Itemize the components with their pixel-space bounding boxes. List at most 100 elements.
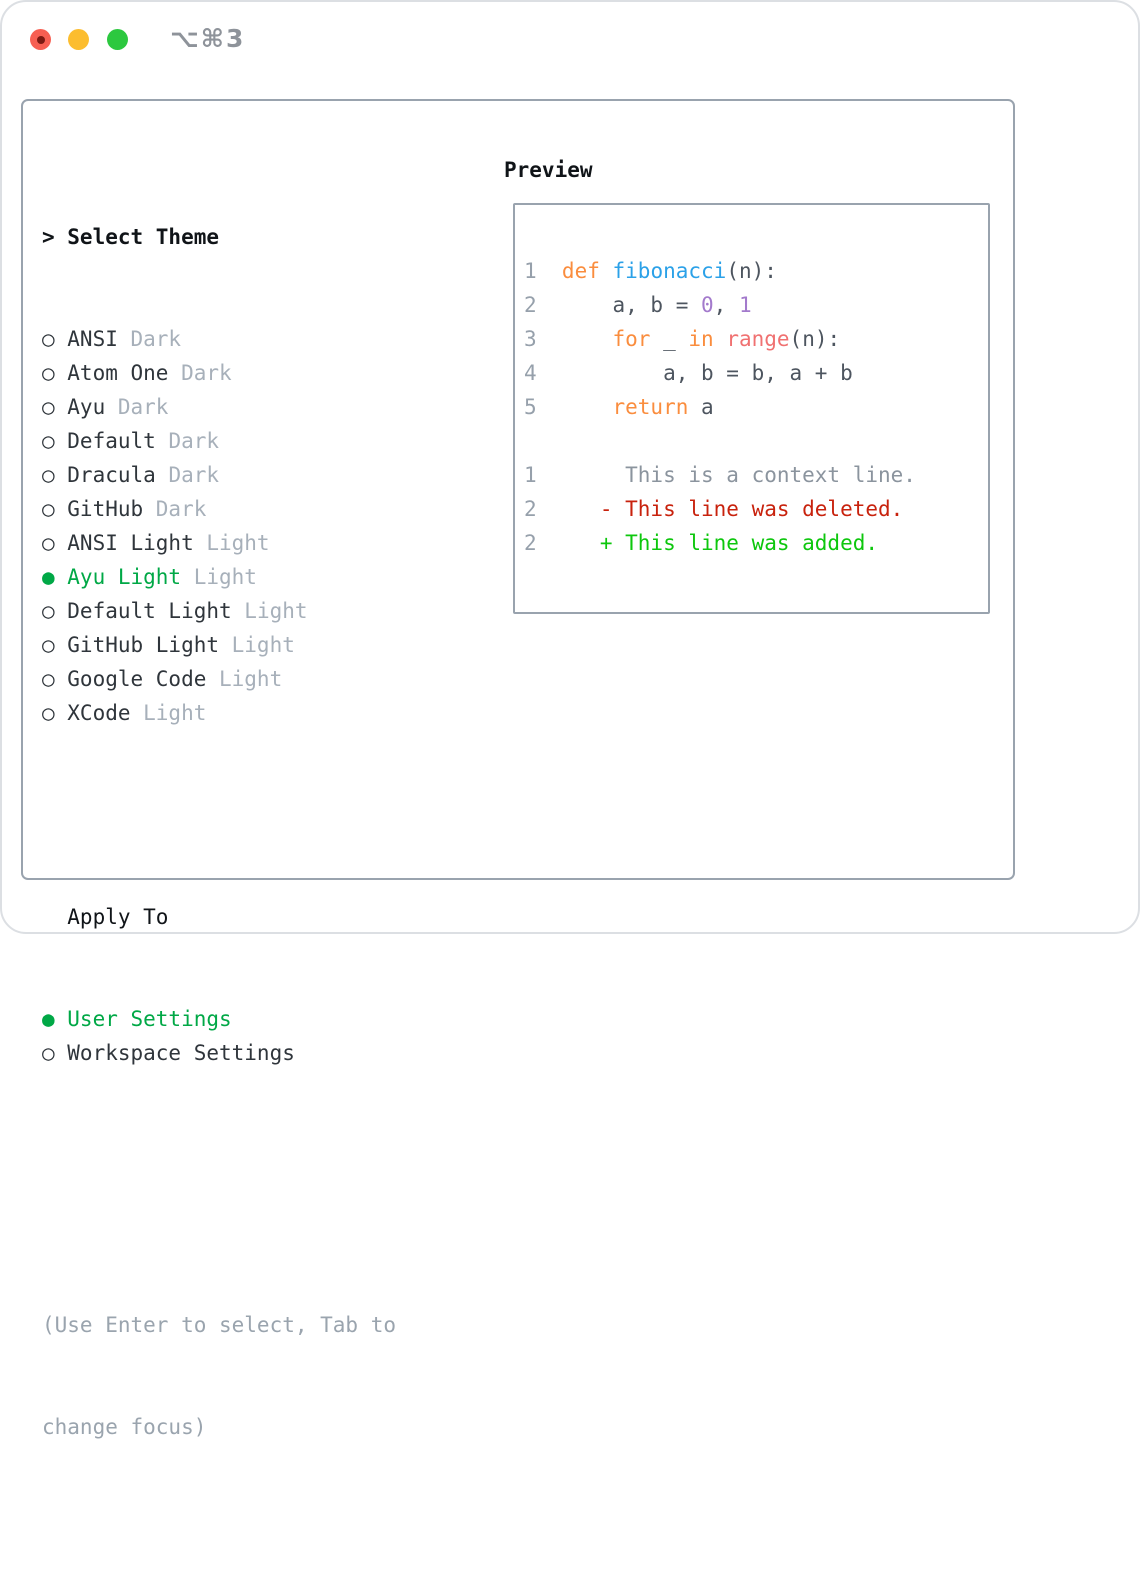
line-number: 1: [524, 259, 537, 283]
code-line: 5 return a: [524, 390, 988, 424]
code-token-fg: [562, 327, 613, 351]
code-token-fg: (n):: [726, 259, 777, 283]
keyboard-hint-line: (Use Enter to select, Tab to: [42, 1313, 397, 1337]
code-token-context: This is a context line.: [561, 463, 916, 487]
radio-unselected-icon: ○: [42, 633, 55, 657]
zoom-button[interactable]: [107, 29, 128, 50]
window-title-shortcut: ⌥⌘3: [170, 24, 246, 53]
code-line: 2 a, b = 0, 1: [524, 288, 988, 322]
theme-name: Ayu: [67, 395, 106, 419]
theme-variant: Dark: [155, 497, 207, 521]
spacer: [42, 798, 396, 832]
apply-to-header: Apply To: [67, 905, 169, 929]
theme-variant: Dark: [181, 361, 232, 385]
code-token-call: range: [726, 327, 790, 351]
code-token-added: + This line was added.: [561, 531, 878, 555]
line-number: 5: [524, 395, 537, 419]
theme-name: Default Light: [67, 599, 232, 623]
close-button-dot-icon: [36, 35, 45, 44]
close-button[interactable]: [30, 29, 51, 50]
line-number: 3: [524, 327, 537, 351]
minimize-button[interactable]: [68, 29, 89, 50]
theme-variant: Dark: [117, 395, 169, 419]
code-token-fg: (n):: [789, 327, 841, 351]
theme-name: Ayu Light: [67, 565, 182, 589]
code-token-fg: [600, 259, 613, 283]
theme-option-ayu[interactable]: ○ Ayu Dark: [42, 390, 396, 424]
code-token-function: fibonacci: [612, 259, 727, 283]
theme-variant: Dark: [168, 463, 220, 487]
code-token-number: 1: [738, 293, 752, 317]
radio-unselected-icon: ○: [42, 1041, 55, 1065]
theme-variant: Light: [193, 565, 257, 589]
code-token-fg: [714, 327, 727, 351]
code-token-keyword: in: [688, 327, 714, 351]
theme-variant: Dark: [130, 327, 182, 351]
radio-selected-icon: ●: [42, 1007, 55, 1031]
theme-name: GitHub Light: [67, 633, 219, 657]
line-number: 2: [524, 497, 537, 521]
apply-to-list: ● User Settings ○ Workspace Settings: [42, 1002, 396, 1070]
theme-option-ayu-light[interactable]: ● Ayu Light Light: [42, 560, 396, 594]
preview-title: Preview: [504, 158, 593, 182]
theme-name: Google Code: [67, 667, 207, 691]
radio-unselected-icon: ○: [42, 395, 55, 419]
radio-unselected-icon: ○: [42, 327, 55, 351]
select-theme-header: > Select Theme: [42, 220, 396, 254]
keyboard-hint: (Use Enter to select, Tab to change focu…: [42, 1240, 396, 1512]
code-line: 1 def fibonacci(n):: [524, 254, 988, 288]
code-token-fg: a, b =: [561, 293, 701, 317]
code-token-keyword: return: [612, 395, 689, 419]
code-token-keyword: def: [561, 259, 600, 283]
code-line: 2 - This line was deleted.: [524, 492, 988, 526]
spacer: [42, 1138, 396, 1172]
code-line: [524, 424, 988, 458]
radio-unselected-icon: ○: [42, 361, 55, 385]
theme-variant: Light: [231, 633, 295, 657]
theme-name: Dracula: [67, 463, 156, 487]
select-theme-title: Select Theme: [67, 225, 219, 249]
theme-option-dracula[interactable]: ○ Dracula Dark: [42, 458, 396, 492]
theme-option-google-code[interactable]: ○ Google Code Light: [42, 662, 396, 696]
apply-option-user-settings[interactable]: ● User Settings: [42, 1002, 396, 1036]
line-number: 2: [524, 293, 537, 317]
radio-unselected-icon: ○: [42, 497, 55, 521]
radio-unselected-icon: ○: [42, 463, 55, 487]
line-number: 1: [524, 463, 537, 487]
code-token-deleted: - This line was deleted.: [561, 497, 904, 521]
radio-unselected-icon: ○: [42, 531, 55, 555]
cursor-indicator-icon: >: [42, 225, 55, 249]
theme-name: Atom One: [67, 361, 169, 385]
apply-option-workspace-settings[interactable]: ○ Workspace Settings: [42, 1036, 396, 1070]
radio-unselected-icon: ○: [42, 429, 55, 453]
apply-option-label: Workspace Settings: [67, 1041, 295, 1065]
code-token-fg: a: [688, 395, 714, 419]
code-token-keyword: for: [612, 327, 651, 351]
radio-unselected-icon: ○: [42, 667, 55, 691]
theme-option-github-light[interactable]: ○ GitHub Light Light: [42, 628, 396, 662]
code-token-fg: [562, 395, 613, 419]
theme-option-atom-one[interactable]: ○ Atom One Dark: [42, 356, 396, 390]
code-line: 3 for _ in range(n):: [524, 322, 988, 356]
apply-option-label: User Settings: [67, 1007, 232, 1031]
theme-name: XCode: [67, 701, 131, 725]
theme-variant: Dark: [168, 429, 220, 453]
code-token-fg: _: [650, 327, 689, 351]
code-token-number: 0: [701, 293, 714, 317]
code-token-fg: a, b = b, a + b: [561, 361, 853, 385]
keyboard-hint-line: change focus): [42, 1415, 207, 1439]
theme-variant: Light: [206, 531, 270, 555]
radio-selected-icon: ●: [42, 565, 55, 589]
theme-variant: Light: [219, 667, 283, 691]
